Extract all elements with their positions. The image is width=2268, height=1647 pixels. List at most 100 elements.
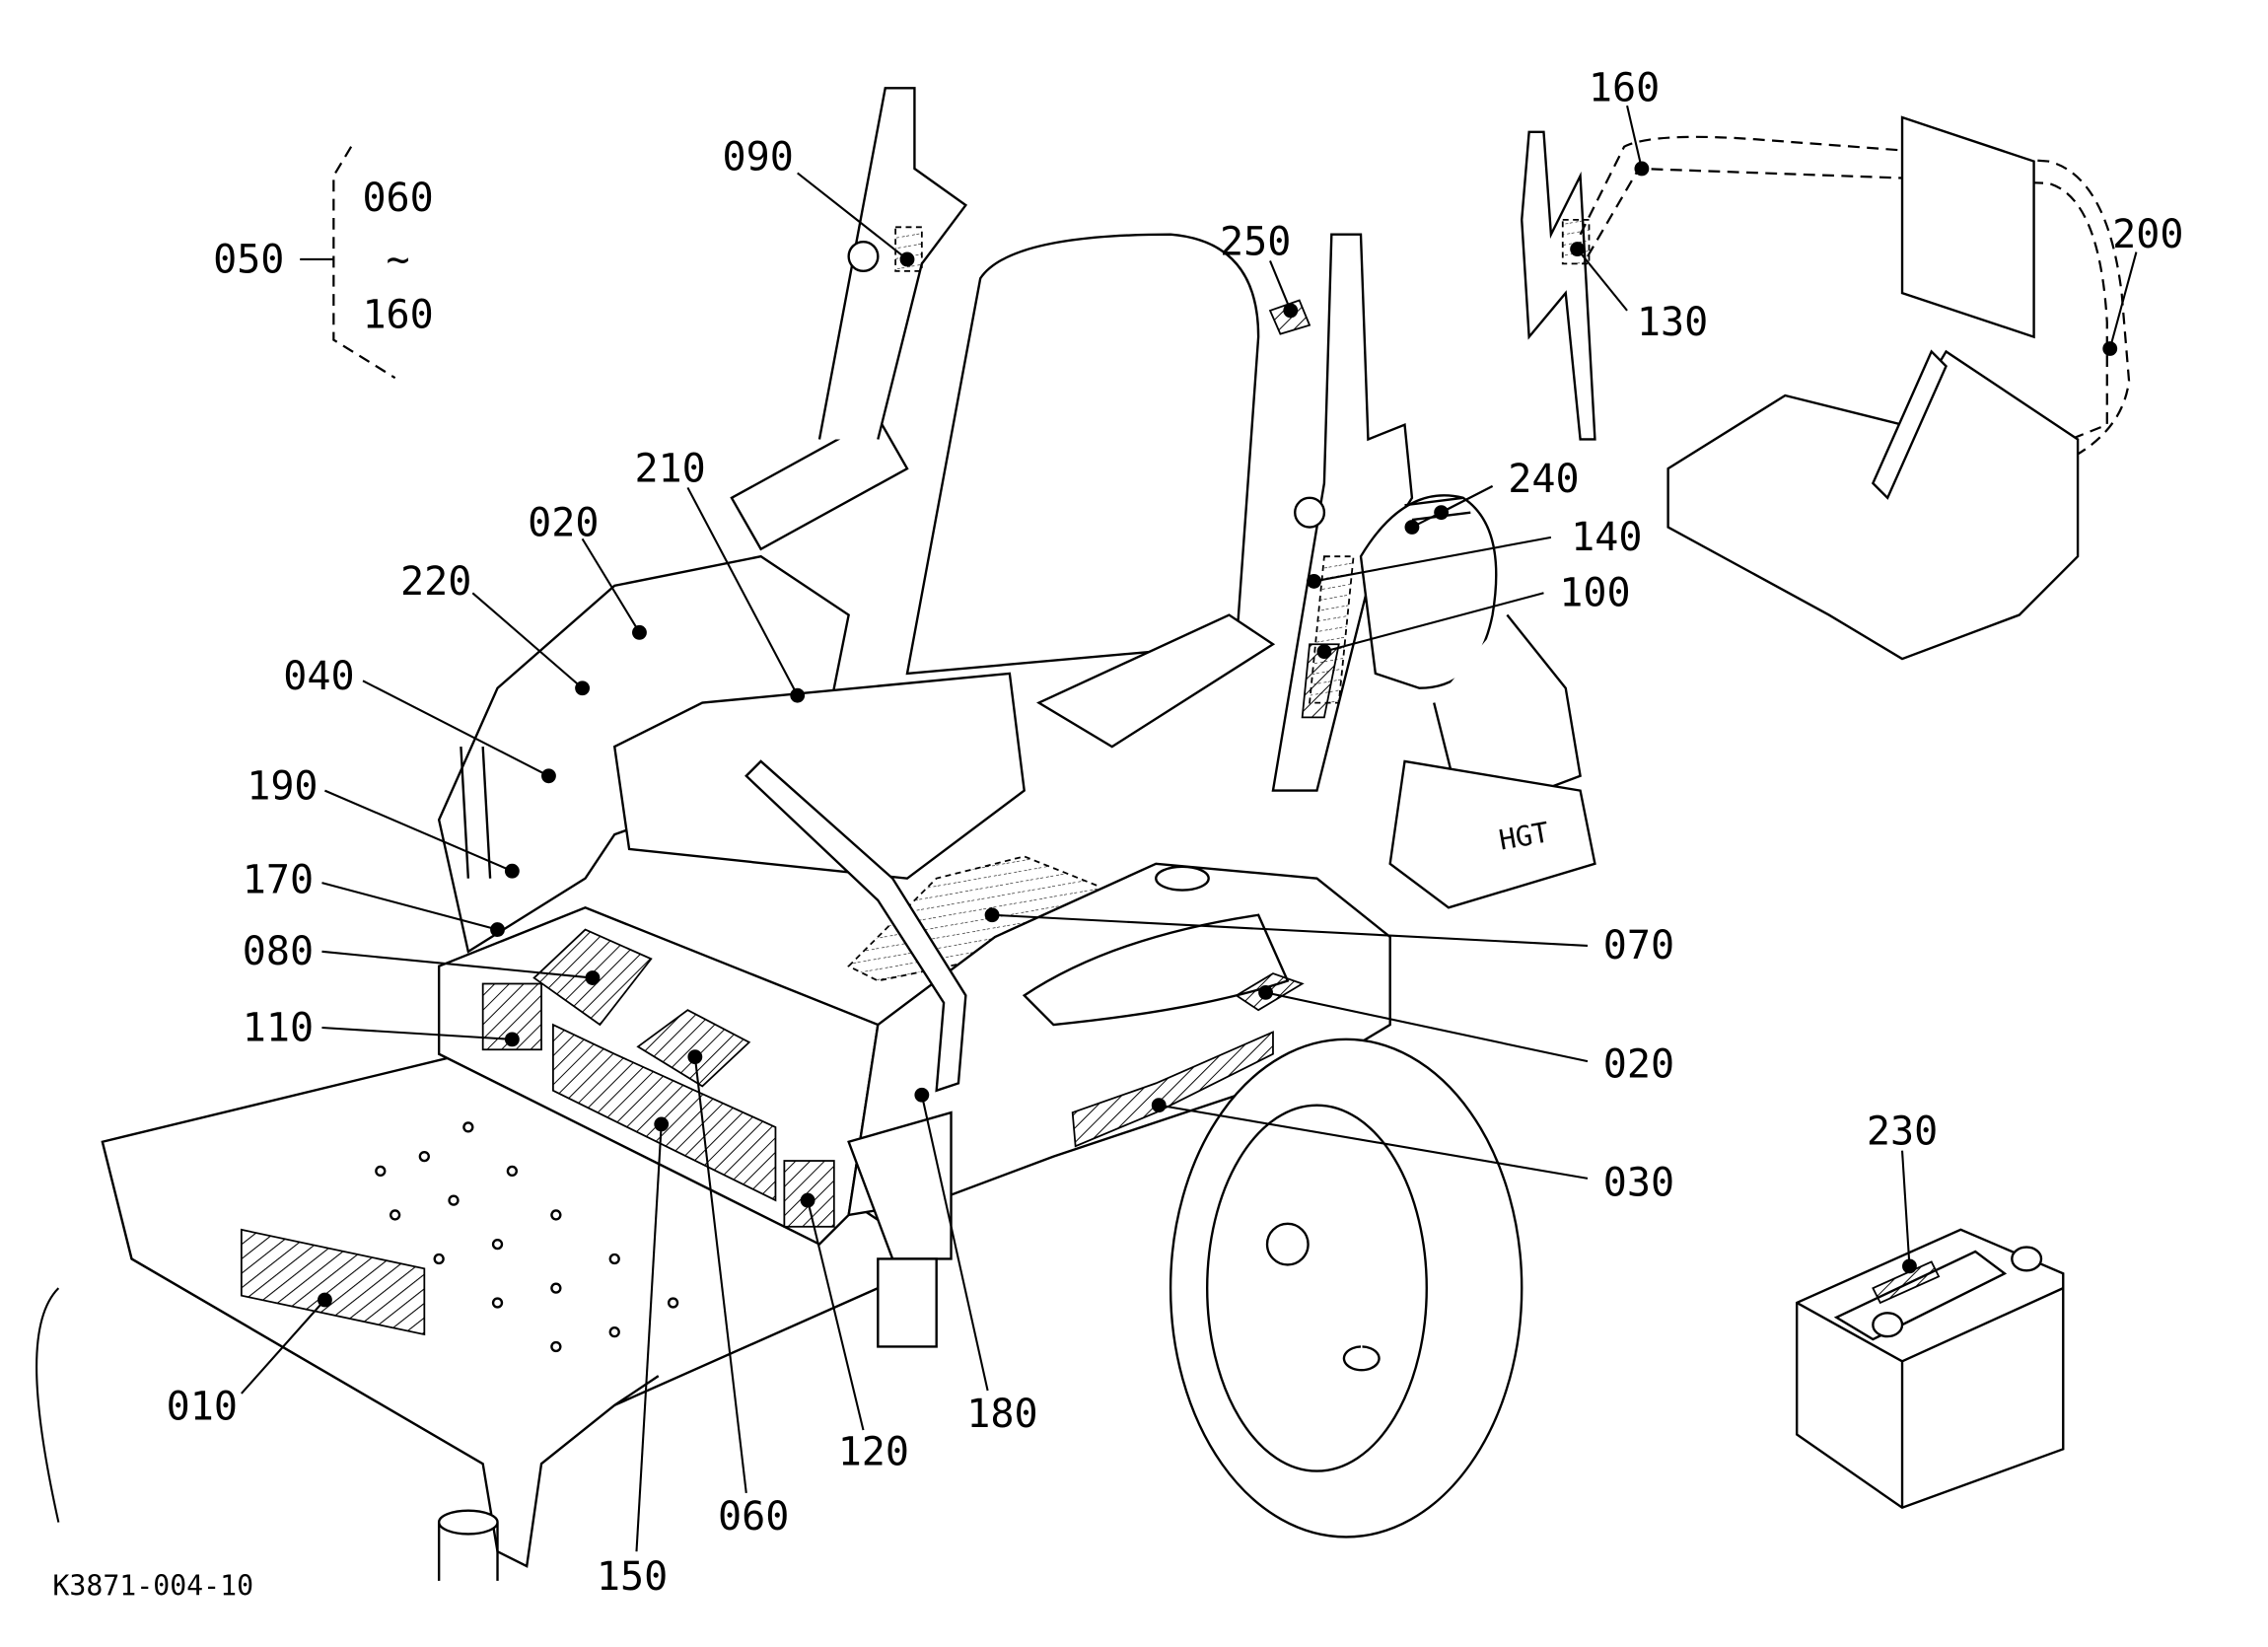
leader-line xyxy=(920,1095,989,1392)
callout-230: 230 xyxy=(1867,1110,1938,1274)
callout-080: 080 xyxy=(243,929,601,985)
callout-dot xyxy=(800,1192,815,1208)
leader-line xyxy=(321,882,498,931)
callout-label: 010 xyxy=(167,1385,238,1430)
callout-190: 190 xyxy=(247,764,520,879)
leader-line xyxy=(1441,485,1494,514)
callout-160: 160 xyxy=(1589,66,1660,177)
callout-020: 020 xyxy=(528,500,647,640)
callout-label: 160 xyxy=(1589,66,1660,111)
mower-illustration: HGT xyxy=(35,87,2131,1581)
callout-label: 120 xyxy=(838,1430,909,1475)
callout-label: 220 xyxy=(400,559,471,605)
callout-dot xyxy=(1307,574,1321,589)
callout-dot xyxy=(1258,984,1273,1000)
callout-dot xyxy=(585,970,601,985)
callout-label: 040 xyxy=(283,654,354,699)
leader-line xyxy=(241,1299,326,1395)
callout-120: 120 xyxy=(800,1192,909,1475)
callout-dot xyxy=(1570,242,1586,256)
callout-050: 050 xyxy=(213,237,284,282)
callout-dot xyxy=(1316,644,1332,660)
callout-dot xyxy=(899,251,915,267)
leader-line xyxy=(581,537,641,633)
callout-dot xyxy=(504,863,520,879)
leader-line xyxy=(797,172,908,260)
callout-dot xyxy=(790,687,806,703)
drawing-code: K3871-004-10 xyxy=(52,1570,253,1603)
callout-dot xyxy=(575,680,590,696)
callout-dot xyxy=(1283,303,1299,319)
leader-line xyxy=(686,486,799,696)
callout-090: 090 xyxy=(722,134,915,267)
leader-line xyxy=(1323,592,1544,653)
callout-dot xyxy=(2102,341,2118,356)
leader-line xyxy=(321,950,594,979)
callout-label: 150 xyxy=(597,1554,668,1600)
leader-line xyxy=(635,1123,663,1552)
callout-dot xyxy=(914,1087,930,1103)
callout-dot xyxy=(1434,505,1450,521)
range-separator: ~ xyxy=(387,237,410,282)
callout-010: 010 xyxy=(167,1292,332,1430)
callout-dot xyxy=(687,1049,703,1065)
callout-110: 110 xyxy=(243,1005,520,1050)
callout-240: 240 xyxy=(1404,457,1580,535)
leader-line xyxy=(2108,251,2138,349)
leader-line xyxy=(1269,260,1292,312)
callout-030: 030 xyxy=(1151,1098,1674,1206)
leader-line xyxy=(1313,536,1552,583)
callout-140: 140 xyxy=(1307,515,1642,589)
callout-100: 100 xyxy=(1316,571,1631,660)
callout-dot xyxy=(984,907,1000,923)
callout-label: 110 xyxy=(243,1005,314,1050)
callout-label: 080 xyxy=(243,929,314,974)
callout-label: 210 xyxy=(634,447,705,492)
leader-line xyxy=(992,913,1589,947)
range-to: 160 xyxy=(362,293,433,338)
callout-180: 180 xyxy=(914,1087,1038,1437)
callout-label: 060 xyxy=(718,1494,789,1540)
leader-line xyxy=(693,1056,747,1493)
floor-holes xyxy=(375,1121,679,1353)
callout-dot xyxy=(541,768,556,784)
range-group-050: 050 060 ~ 160 xyxy=(213,146,434,380)
leader-line xyxy=(1626,105,1643,170)
callout-dot xyxy=(654,1116,670,1132)
leader-line xyxy=(1576,248,1628,312)
callout-150: 150 xyxy=(597,1116,670,1600)
callout-dot xyxy=(1404,520,1420,535)
leader-line xyxy=(321,1026,513,1040)
callout-label: 070 xyxy=(1603,923,1674,968)
callout-040: 040 xyxy=(283,654,556,784)
leader-line xyxy=(807,1199,865,1431)
callout-label: 230 xyxy=(1867,1110,1938,1155)
callout-060: 060 xyxy=(687,1049,789,1540)
callout-200: 200 xyxy=(2102,212,2183,356)
callout-label: 020 xyxy=(1603,1041,1674,1087)
callout-250: 250 xyxy=(1220,220,1299,319)
callout-label: 250 xyxy=(1220,220,1291,265)
callout-dot xyxy=(318,1292,332,1308)
callout-label: 100 xyxy=(1559,571,1630,616)
callout-label: 020 xyxy=(528,500,599,545)
callout-label: 170 xyxy=(243,857,314,902)
callout-label: 130 xyxy=(1637,300,1708,345)
callout-220: 220 xyxy=(400,559,590,696)
callout-dot xyxy=(632,624,647,640)
callout-dot xyxy=(504,1032,520,1047)
leader-line xyxy=(362,680,549,777)
callout-label: 180 xyxy=(966,1392,1037,1437)
leader-line xyxy=(1265,991,1589,1063)
callout-label: 200 xyxy=(2112,212,2183,257)
callout-020: 020 xyxy=(1258,984,1674,1087)
callout-label: 190 xyxy=(247,764,318,810)
callout-dot xyxy=(1634,161,1650,177)
callout-210: 210 xyxy=(634,447,806,703)
callout-dot xyxy=(1902,1258,1917,1274)
leader-line xyxy=(471,592,584,689)
leader-line xyxy=(324,789,513,873)
callout-label: 240 xyxy=(1508,457,1579,502)
